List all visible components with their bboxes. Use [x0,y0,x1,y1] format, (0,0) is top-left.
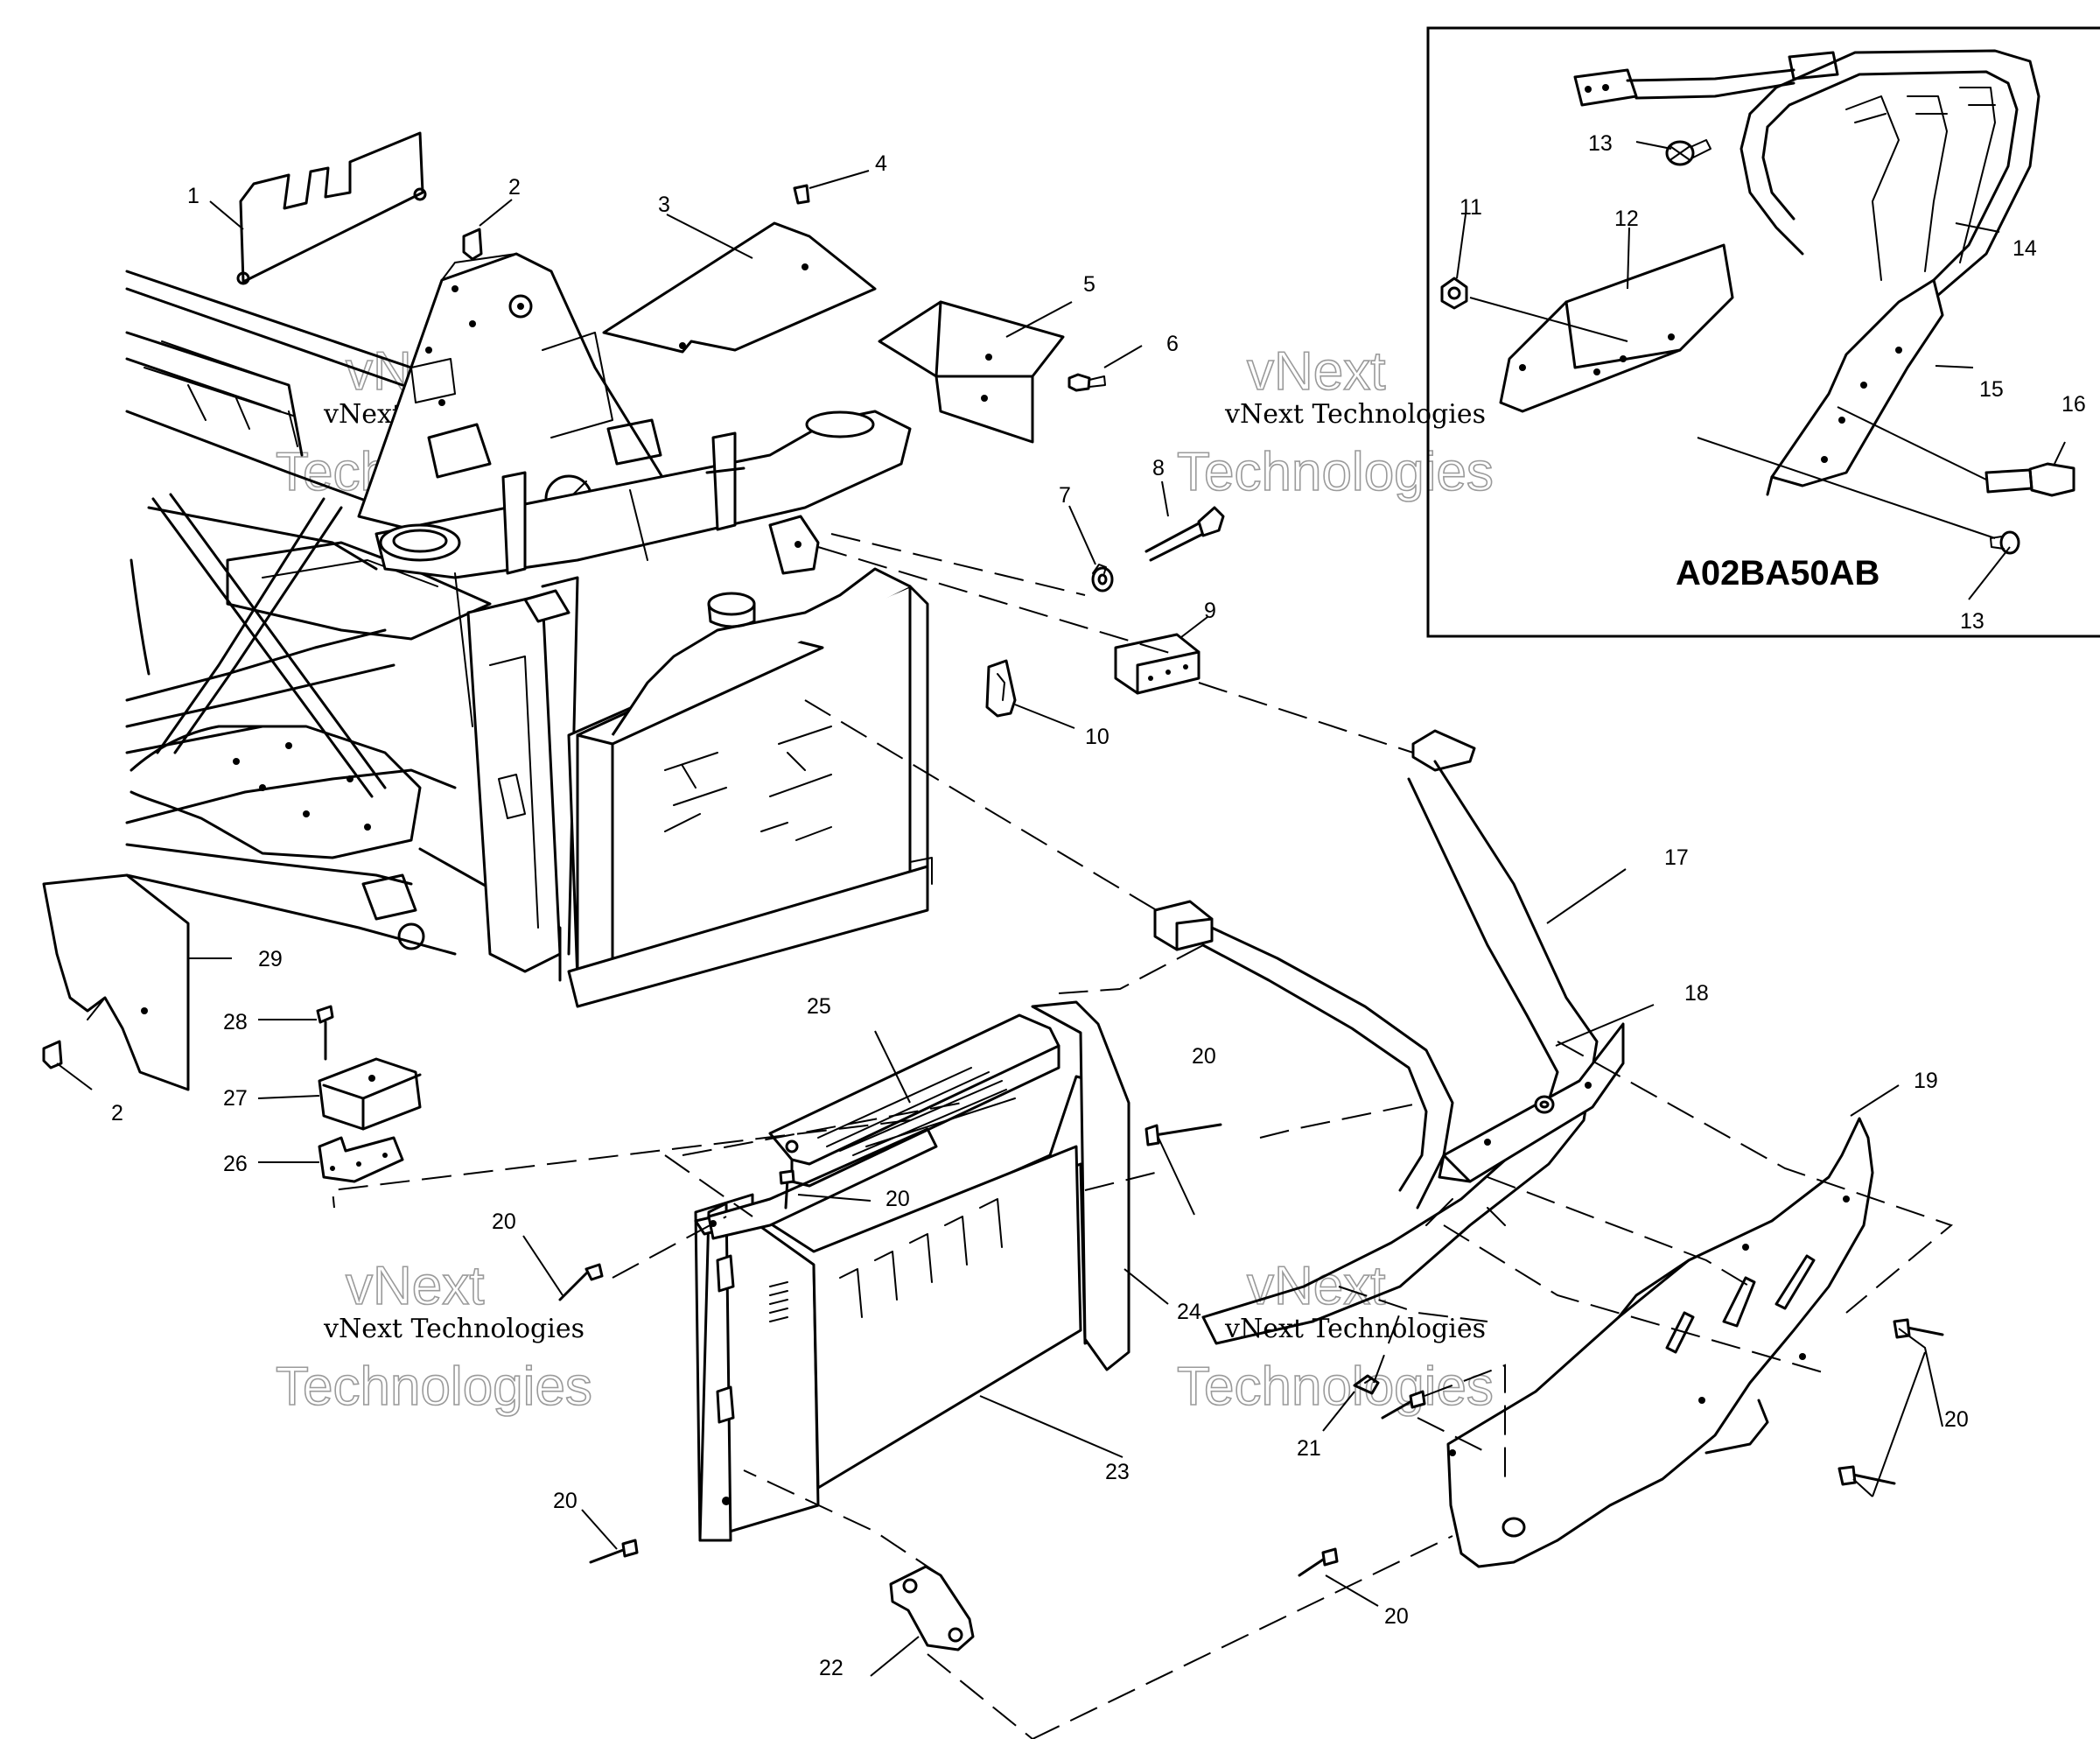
svg-text:vNext: vNext [346,1256,484,1316]
callout-14: 14 [2012,236,2037,261]
callout-8: 8 [1152,456,1165,480]
svg-text:vNext Technologies: vNext Technologies [1224,399,1486,430]
callout-12: 12 [1614,207,1639,231]
callout-28: 28 [223,1010,248,1034]
callout-22: 22 [819,1656,844,1680]
callout-11: 11 [1460,195,1482,220]
watermark-right-bottom: vNext vNext Technologies Technologies [1176,1255,1494,1418]
small-parts-top [236,131,1476,951]
callout-2-left: 2 [111,1101,123,1125]
leader-lines [56,141,2066,1677]
radiator-shroud [694,1000,1130,1542]
assembly-lines [331,533,1954,1739]
svg-text:vNext: vNext [1247,1256,1385,1316]
svg-text:vNext Technologies: vNext Technologies [1224,1314,1486,1344]
callout-23: 23 [1105,1460,1130,1484]
callout-29: 29 [258,947,283,971]
callout-20-e: 20 [1384,1604,1409,1629]
svg-text:vNext: vNext [1247,341,1385,402]
callout-16: 16 [2062,392,2086,417]
inset-code-label: A02BA50AB [1676,554,1880,593]
callout-19: 19 [1914,1069,1938,1093]
callout-7: 7 [1059,483,1071,508]
callout-2: 2 [508,175,521,200]
callout-10: 10 [1085,725,1110,749]
callout-26: 26 [223,1152,248,1176]
callout-27: 27 [223,1086,248,1111]
small-parts-bottom [42,873,1380,1651]
bumper-assembly [1201,760,1625,1345]
callout-25: 25 [807,994,831,1019]
callout-21: 21 [1297,1436,1321,1461]
callout-9: 9 [1204,599,1216,623]
svg-text:Technologies: Technologies [1177,442,1494,502]
watermark-left-bottom: vNext vNext Technologies Technologies [275,1255,593,1418]
callout-5: 5 [1083,272,1096,297]
inset-box: A02BA50AB [1426,26,2100,638]
callout-1: 1 [187,184,200,208]
vehicle-frame [125,252,912,982]
callout-numbers: 1 2 3 4 5 6 7 8 9 10 11 12 13 13 14 15 1… [111,131,2086,1680]
callout-18: 18 [1684,981,1709,1006]
callout-20-b: 20 [886,1187,910,1211]
callout-3: 3 [658,193,670,217]
callout-4: 4 [875,151,887,176]
callout-24: 24 [1177,1300,1201,1324]
skid-plate [1446,1117,1874,1568]
callout-13-bottom: 13 [1960,609,1984,634]
callout-20-a: 20 [1192,1044,1216,1069]
watermark-right-top: vNext vNext Technologies Technologies [1176,340,1494,503]
svg-text:Technologies: Technologies [1177,1357,1494,1417]
callout-13-top: 13 [1588,131,1613,156]
callout-15: 15 [1979,377,2004,402]
callout-20-f: 20 [1944,1407,1969,1432]
callout-17: 17 [1664,845,1689,870]
callout-6: 6 [1166,332,1179,356]
rivets [558,1123,1944,1577]
svg-text:Technologies: Technologies [276,1357,592,1417]
callout-20-d: 20 [553,1489,578,1513]
radiator [567,567,933,1008]
callout-20-c: 20 [492,1210,516,1234]
svg-text:vNext Technologies: vNext Technologies [323,1314,584,1344]
